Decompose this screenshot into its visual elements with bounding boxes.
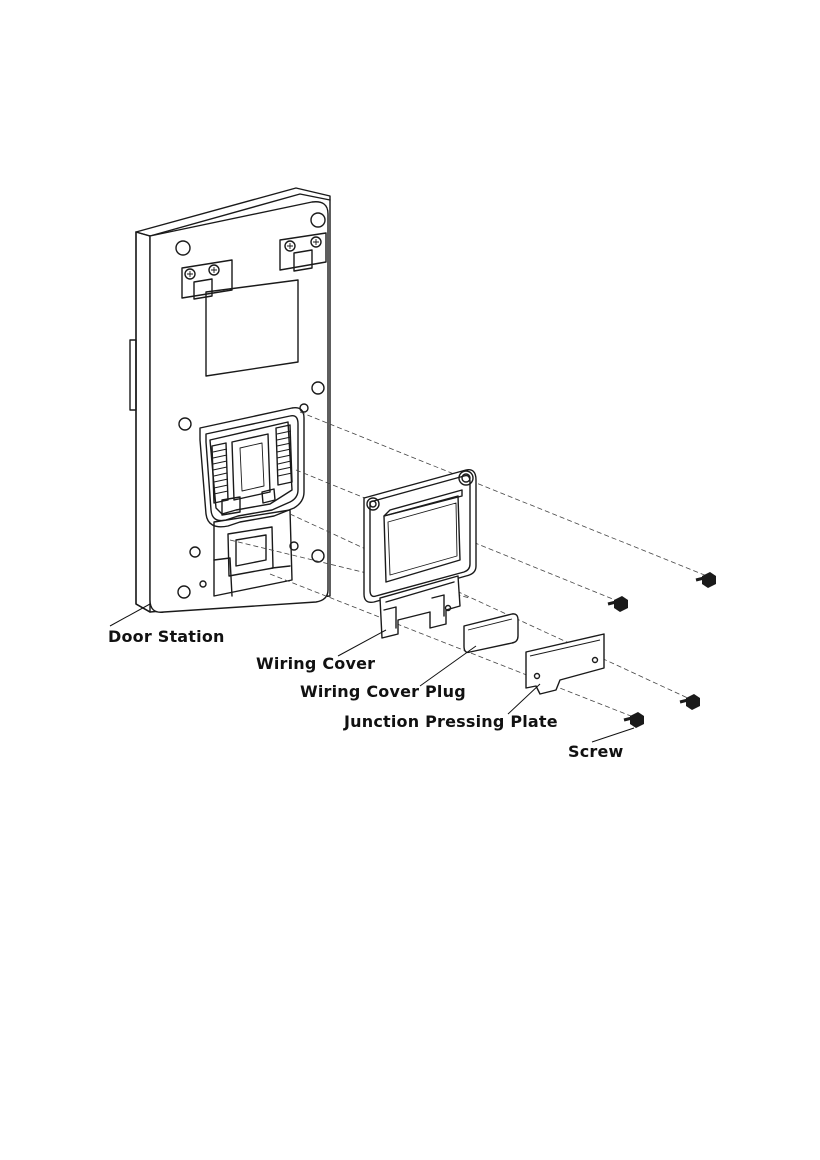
label-wiring-cover: Wiring Cover <box>256 654 375 673</box>
screw-4 <box>624 712 644 728</box>
wiring-cover-plug <box>464 614 518 653</box>
wiring-cover <box>364 470 476 638</box>
label-junction-pressing-plate: Junction Pressing Plate <box>343 712 558 731</box>
label-wiring-cover-plug: Wiring Cover Plug <box>300 682 466 701</box>
label-screw: Screw <box>568 742 624 761</box>
door-station <box>130 188 330 612</box>
label-door-station: Door Station <box>108 627 225 646</box>
screw-3 <box>680 694 700 710</box>
junction-pressing-plate <box>526 634 604 694</box>
screw-1 <box>696 572 716 588</box>
